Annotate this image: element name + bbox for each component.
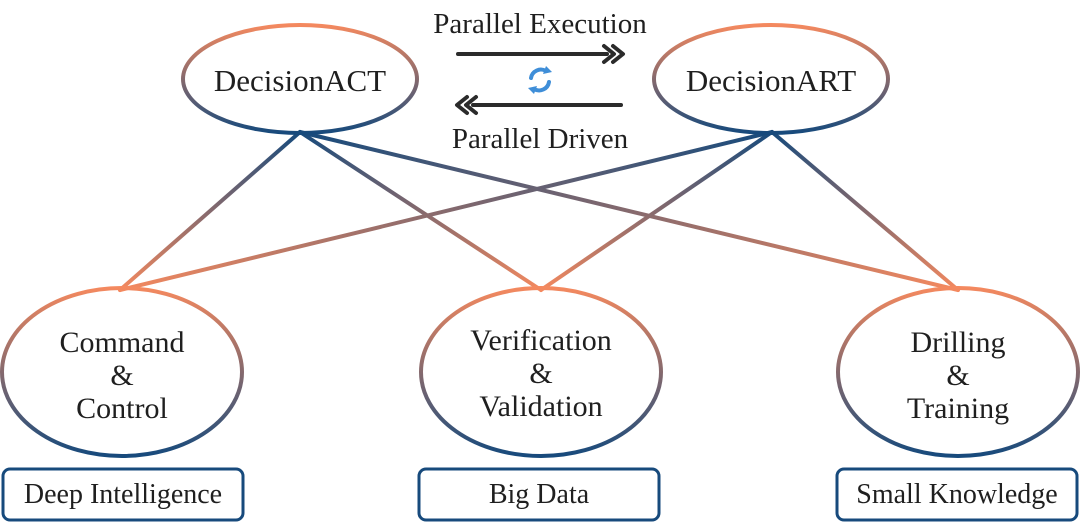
link-art-verification: [539, 130, 774, 292]
drilling-line-3: Training: [907, 392, 1009, 425]
drilling-line-2: &: [946, 359, 969, 392]
verification-line-1: Verification: [470, 324, 612, 357]
verification-line-3: Validation: [479, 390, 602, 423]
link-art-command: [118, 130, 774, 292]
big-data-box: [417, 467, 661, 522]
verification-line-2: &: [529, 357, 552, 390]
decision-art-node: [652, 23, 890, 135]
connection-lines: [118, 130, 960, 292]
verification-validation-node: [419, 286, 663, 458]
command-line-3: Control: [76, 392, 168, 425]
drilling-line-1: Drilling: [911, 326, 1006, 359]
link-act-drilling: [298, 130, 960, 292]
big-data-label: Big Data: [489, 479, 590, 510]
command-control-node: [0, 286, 244, 458]
link-act-verification: [298, 130, 543, 292]
drilling-training-node: [836, 286, 1080, 458]
cycle-arrows-icon: [528, 66, 552, 94]
decision-art-label: DecisionART: [686, 63, 856, 98]
decision-act-node: [181, 23, 419, 135]
command-line-1: Command: [60, 326, 185, 359]
small-knowledge-box: [835, 467, 1079, 522]
bottom-boxes: Deep Intelligence Big Data Small Knowled…: [1, 467, 1079, 522]
top-nodes: DecisionACT DecisionART: [181, 23, 890, 135]
command-line-2: &: [110, 359, 133, 392]
deep-intelligence-label: Deep Intelligence: [24, 479, 222, 510]
backward-arrow: [455, 95, 623, 115]
link-art-drilling: [770, 130, 960, 292]
small-knowledge-label: Small Knowledge: [856, 479, 1057, 510]
forward-arrow: [456, 44, 625, 64]
decision-act-label: DecisionACT: [214, 63, 386, 98]
parallel-driven-label: Parallel Driven: [452, 123, 629, 155]
link-act-command: [118, 130, 302, 292]
deep-intelligence-box: [1, 467, 245, 522]
parallel-flow: Parallel Execution Parallel Driven: [433, 8, 647, 155]
parallel-execution-label: Parallel Execution: [433, 8, 647, 40]
bottom-nodes: Command & Control Verification & Validat…: [0, 286, 1080, 458]
